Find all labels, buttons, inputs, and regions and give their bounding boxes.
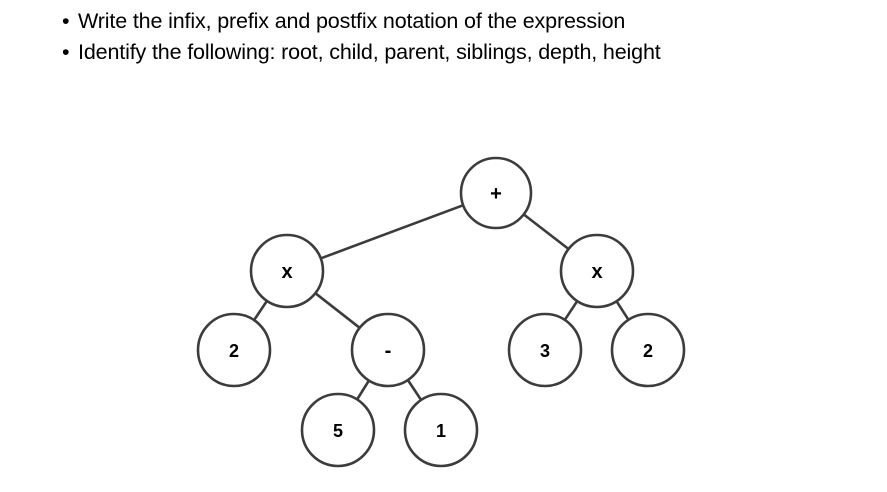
node-label-num-2b: 2	[643, 341, 653, 361]
tree-edge-mul-r-to-num-3	[564, 300, 578, 321]
node-circle-num-2a	[196, 312, 272, 388]
bullet-text-2: Identify the following: root, child, par…	[78, 40, 661, 64]
tree-node-sub: -	[350, 312, 426, 388]
node-label-num-1: 1	[436, 421, 446, 441]
tree-node-mul-r: x	[559, 233, 635, 309]
node-label-num-3: 3	[540, 341, 550, 361]
bullet-text-1: Write the infix, prefix and postfix nota…	[78, 9, 626, 33]
tree-edges	[253, 204, 630, 401]
tree-edge-mul-l-to-sub	[314, 292, 361, 329]
tree-edge-root-to-mul-l	[320, 204, 464, 260]
node-circle-root	[459, 156, 533, 230]
tree-edge-mul-l-to-num-2a	[253, 300, 268, 321]
node-circle-sub	[350, 312, 426, 388]
tree-edge-root-to-mul-r	[523, 213, 570, 250]
bullet-marker-icon: •	[62, 9, 70, 33]
bullet-marker-icon: •	[62, 40, 70, 64]
node-label-num-2a: 2	[229, 341, 239, 361]
node-circle-mul-r	[559, 233, 635, 309]
tree-node-num-2a: 2	[196, 312, 272, 388]
node-circle-mul-l	[249, 233, 325, 309]
tree-node-num-3: 3	[507, 312, 583, 388]
tree-edge-sub-to-num-5	[356, 380, 370, 400]
node-circle-num-1	[403, 392, 479, 468]
node-label-num-5: 5	[333, 421, 343, 441]
bullet-item-2: • Identify the following: root, child, p…	[62, 37, 822, 68]
node-label-mul-r: x	[591, 261, 602, 283]
tree-edge-mul-r-to-num-2b	[615, 300, 630, 321]
node-label-root: +	[490, 183, 502, 205]
tree-node-root: +	[459, 156, 533, 230]
tree-nodes: + x x 2 - 3 2 5 1	[196, 156, 686, 468]
node-label-sub: -	[385, 340, 392, 362]
tree-node-num-5: 5	[300, 392, 376, 468]
bullet-list: • Write the infix, prefix and postfix no…	[62, 6, 822, 68]
tree-node-num-2b: 2	[610, 312, 686, 388]
node-circle-num-2b	[610, 312, 686, 388]
tree-node-num-1: 1	[403, 392, 479, 468]
tree-edge-sub-to-num-1	[407, 379, 422, 401]
bullet-item-1: • Write the infix, prefix and postfix no…	[62, 6, 822, 37]
tree-node-mul-l: x	[249, 233, 325, 309]
node-label-mul-l: x	[281, 261, 292, 283]
node-circle-num-3	[507, 312, 583, 388]
node-circle-num-5	[300, 392, 376, 468]
